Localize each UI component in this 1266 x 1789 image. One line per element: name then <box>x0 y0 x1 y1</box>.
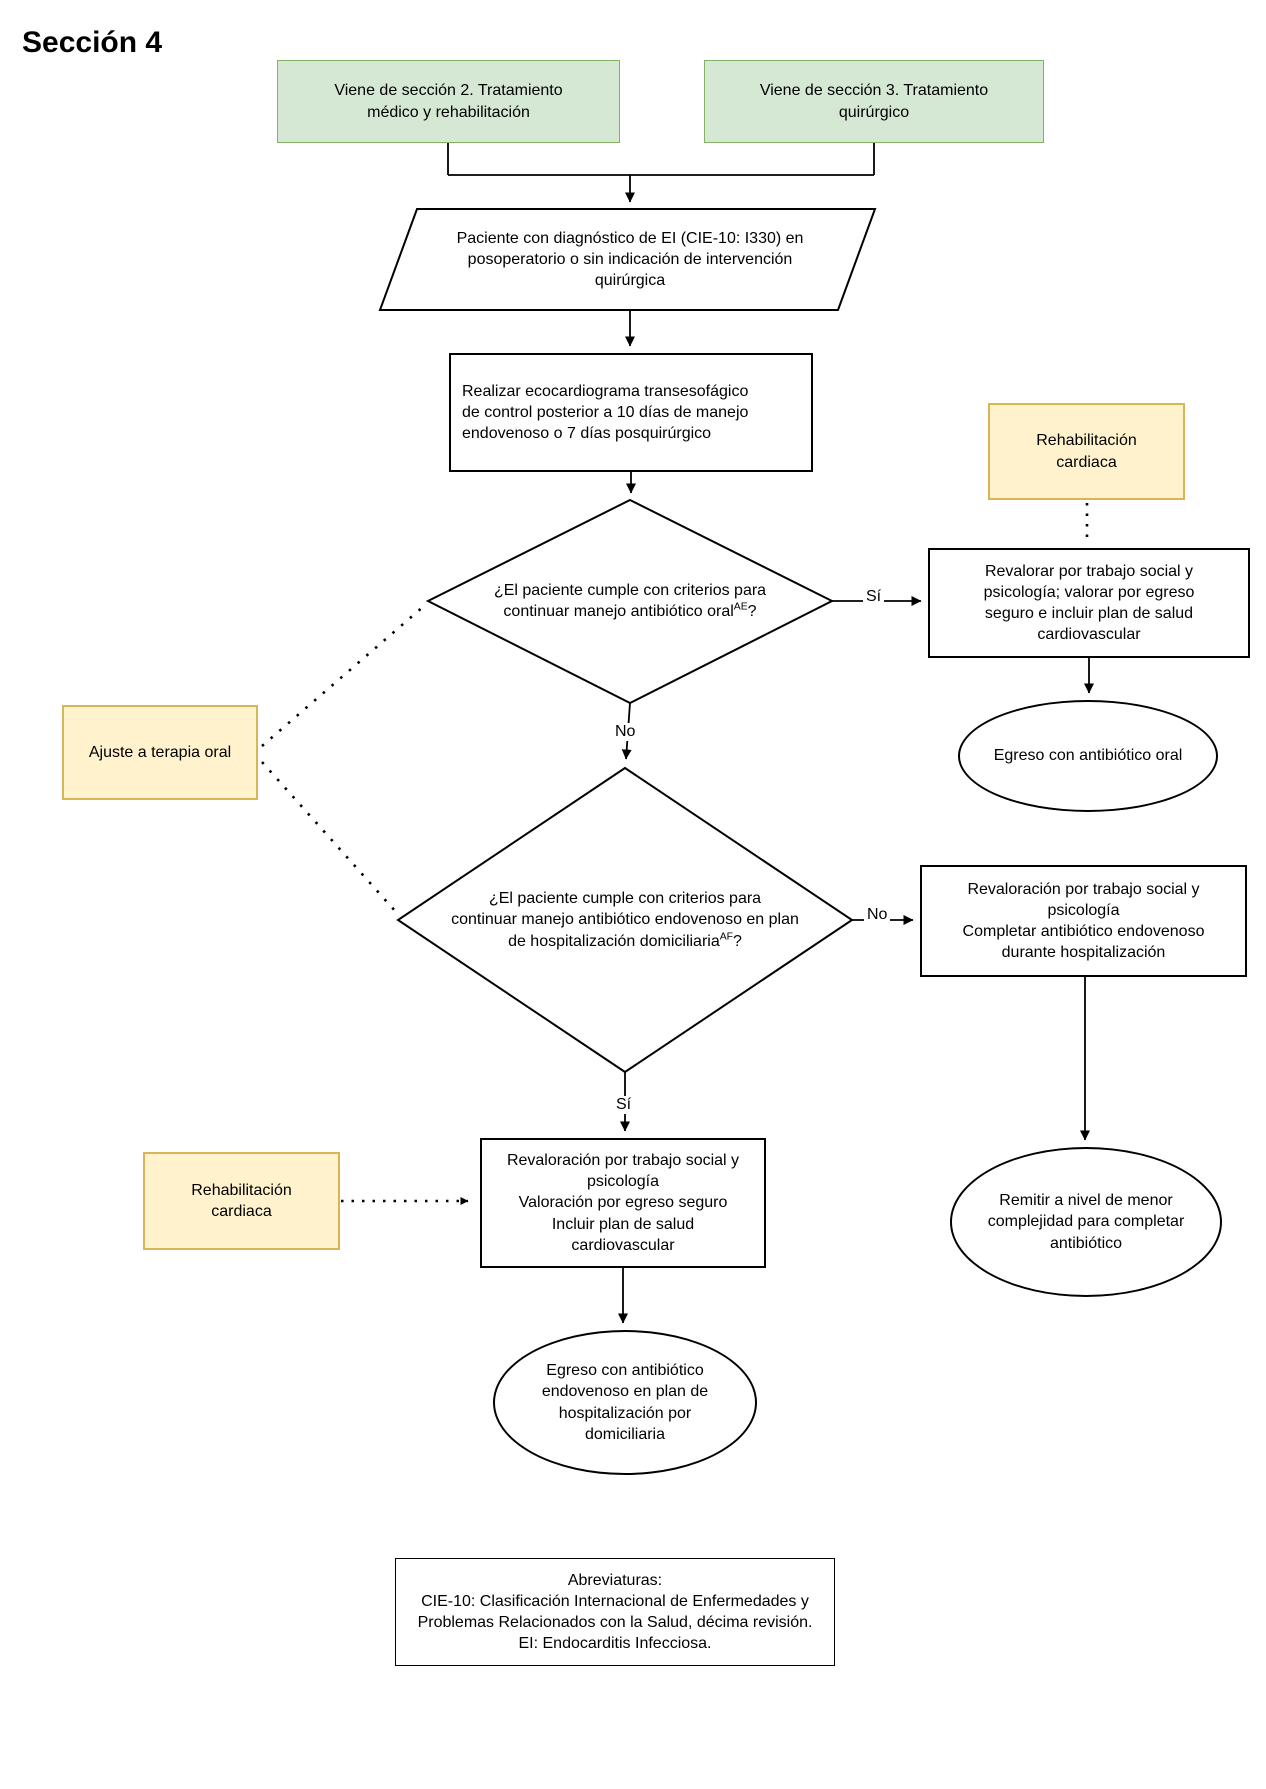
text-line: Incluir plan de salud <box>551 1215 695 1233</box>
text-line: seguro e incluir plan de salud <box>984 605 1194 622</box>
text-line: Revalorar por trabajo social y <box>984 562 1194 580</box>
rehab-cardiaca-top-box: Rehabilitación cardiaca <box>988 403 1185 500</box>
text-line: endovenoso o 7 días posquirúrgico <box>462 425 712 443</box>
text-line: de hospitalización domiciliariaAF? <box>508 931 742 952</box>
patient-parallelogram-label: Paciente con diagnóstico de EI (CIE-10: … <box>415 211 845 308</box>
text-line: psicología; valorar por egreso <box>983 583 1195 601</box>
text-line: cardiovascular <box>1037 626 1141 644</box>
text-line: cardiovascular <box>571 1236 675 1254</box>
text-part: continuar manejo antibiótico oral <box>503 603 734 620</box>
text-line: cardiaca <box>1056 453 1117 471</box>
text-line: Abreviaturas: <box>567 1571 663 1589</box>
remitir-ellipse: Remitir a nivel de menor complejidad par… <box>950 1147 1222 1297</box>
dotted-ajuste-to-decision2 <box>261 761 397 913</box>
text-line: de control posterior a 10 días de manejo <box>462 403 749 421</box>
text-line: Revaloración por trabajo social y <box>506 1152 740 1170</box>
text-line: posoperatorio o sin indicación de interv… <box>467 250 793 268</box>
revaloracion-egreso-process-box: Revaloración por trabajo social y psicol… <box>480 1138 766 1268</box>
text-line: cardiaca <box>211 1203 272 1220</box>
text-line: durante hospitalización <box>1001 944 1166 962</box>
patient-parallelogram-shape <box>378 208 877 311</box>
text-line: Rehabilitación <box>1036 432 1137 450</box>
text-line: endovenoso en plan de <box>541 1383 709 1401</box>
text-line: Valoración por egreso seguro <box>518 1194 728 1212</box>
superscript: AE <box>733 601 748 613</box>
text-line: Realizar ecocardiograma transesofágico <box>462 382 749 400</box>
edge-label-no-decision1: No <box>612 723 639 741</box>
text-line: médico y rehabilitación <box>367 103 530 121</box>
ajuste-terapia-oral-box: Ajuste a terapia oral <box>62 705 258 800</box>
text-line: antibiótico <box>1049 1234 1123 1252</box>
endovenoso-criteria-decision-label: ¿El paciente cumple con criterios para c… <box>405 790 845 1050</box>
superscript: AF <box>719 931 734 943</box>
text-line: Rehabilitación <box>191 1181 292 1199</box>
text-line: quirúrgica <box>594 272 666 290</box>
edge-label-si-decision2: Sí <box>613 1096 635 1114</box>
text-line: Ajuste a terapia oral <box>88 743 232 761</box>
oral-criteria-decision-label: ¿El paciente cumple con criterios para c… <box>440 505 820 697</box>
text-line: Viene de sección 2. Tratamiento <box>334 82 563 100</box>
text-line: psicología <box>1047 901 1120 919</box>
text-line: Completar antibiótico endovenoso <box>962 923 1205 940</box>
text-line: complejidad para completar <box>987 1213 1185 1231</box>
dotted-ajuste-to-decision1 <box>261 605 425 747</box>
text-line: domiciliaria <box>584 1425 666 1443</box>
text-line: Viene de sección 3. Tratamiento <box>759 82 989 100</box>
egreso-oral-ellipse: Egreso con antibiótico oral <box>958 700 1218 812</box>
text-line: continuar manejo antibiótico oralAE? <box>503 601 756 622</box>
text-line: psicología <box>586 1173 660 1191</box>
text-line: continuar manejo antibiótico endovenoso … <box>451 911 799 929</box>
text-line: quirúrgico <box>838 103 910 121</box>
echo-process-box: Realizar ecocardiograma transesofágico d… <box>449 353 813 472</box>
start-section3-box: Viene de sección 3. Tratamiento quirúrgi… <box>704 60 1044 143</box>
text-part: ? <box>747 603 757 620</box>
start-section2-box: Viene de sección 2. Tratamiento médico y… <box>277 60 620 143</box>
text-line: Remitir a nivel de menor <box>999 1192 1173 1210</box>
revaloracion-hospitalizacion-process-box: Revaloración por trabajo social y psicol… <box>920 865 1247 977</box>
text-line: EI: Endocarditis Infecciosa. <box>518 1635 712 1653</box>
text-line: Egreso con antibiótico oral <box>993 747 1183 765</box>
abbreviations-box: Abreviaturas: CIE-10: Clasificación Inte… <box>395 1558 835 1666</box>
text-part: de hospitalización domiciliaria <box>508 932 720 950</box>
edge-label-si-decision1: Sí <box>863 588 885 606</box>
text-line: ¿El paciente cumple con criterios para <box>488 890 762 908</box>
text-line: Paciente con diagnóstico de EI (CIE-10: … <box>456 229 804 247</box>
section-title: Sección 4 <box>22 26 163 59</box>
text-line: Problemas Relacionados con la Salud, déc… <box>417 1614 813 1631</box>
revalorar-process-box: Revalorar por trabajo social y psicologí… <box>928 548 1250 658</box>
text-line: ¿El paciente cumple con criterios para <box>493 581 767 599</box>
edge-label-no-decision2: No <box>864 906 891 924</box>
text-line: Egreso con antibiótico <box>546 1362 704 1380</box>
egreso-endovenoso-ellipse: Egreso con antibiótico endovenoso en pla… <box>493 1330 757 1475</box>
text-line: hospitalización por <box>558 1404 692 1422</box>
rehab-cardiaca-left-box: Rehabilitación cardiaca <box>143 1152 340 1250</box>
text-line: CIE-10: Clasificación Internacional de E… <box>421 1592 809 1610</box>
text-part: ? <box>733 932 742 950</box>
text-line: Revaloración por trabajo social y <box>967 880 1200 898</box>
